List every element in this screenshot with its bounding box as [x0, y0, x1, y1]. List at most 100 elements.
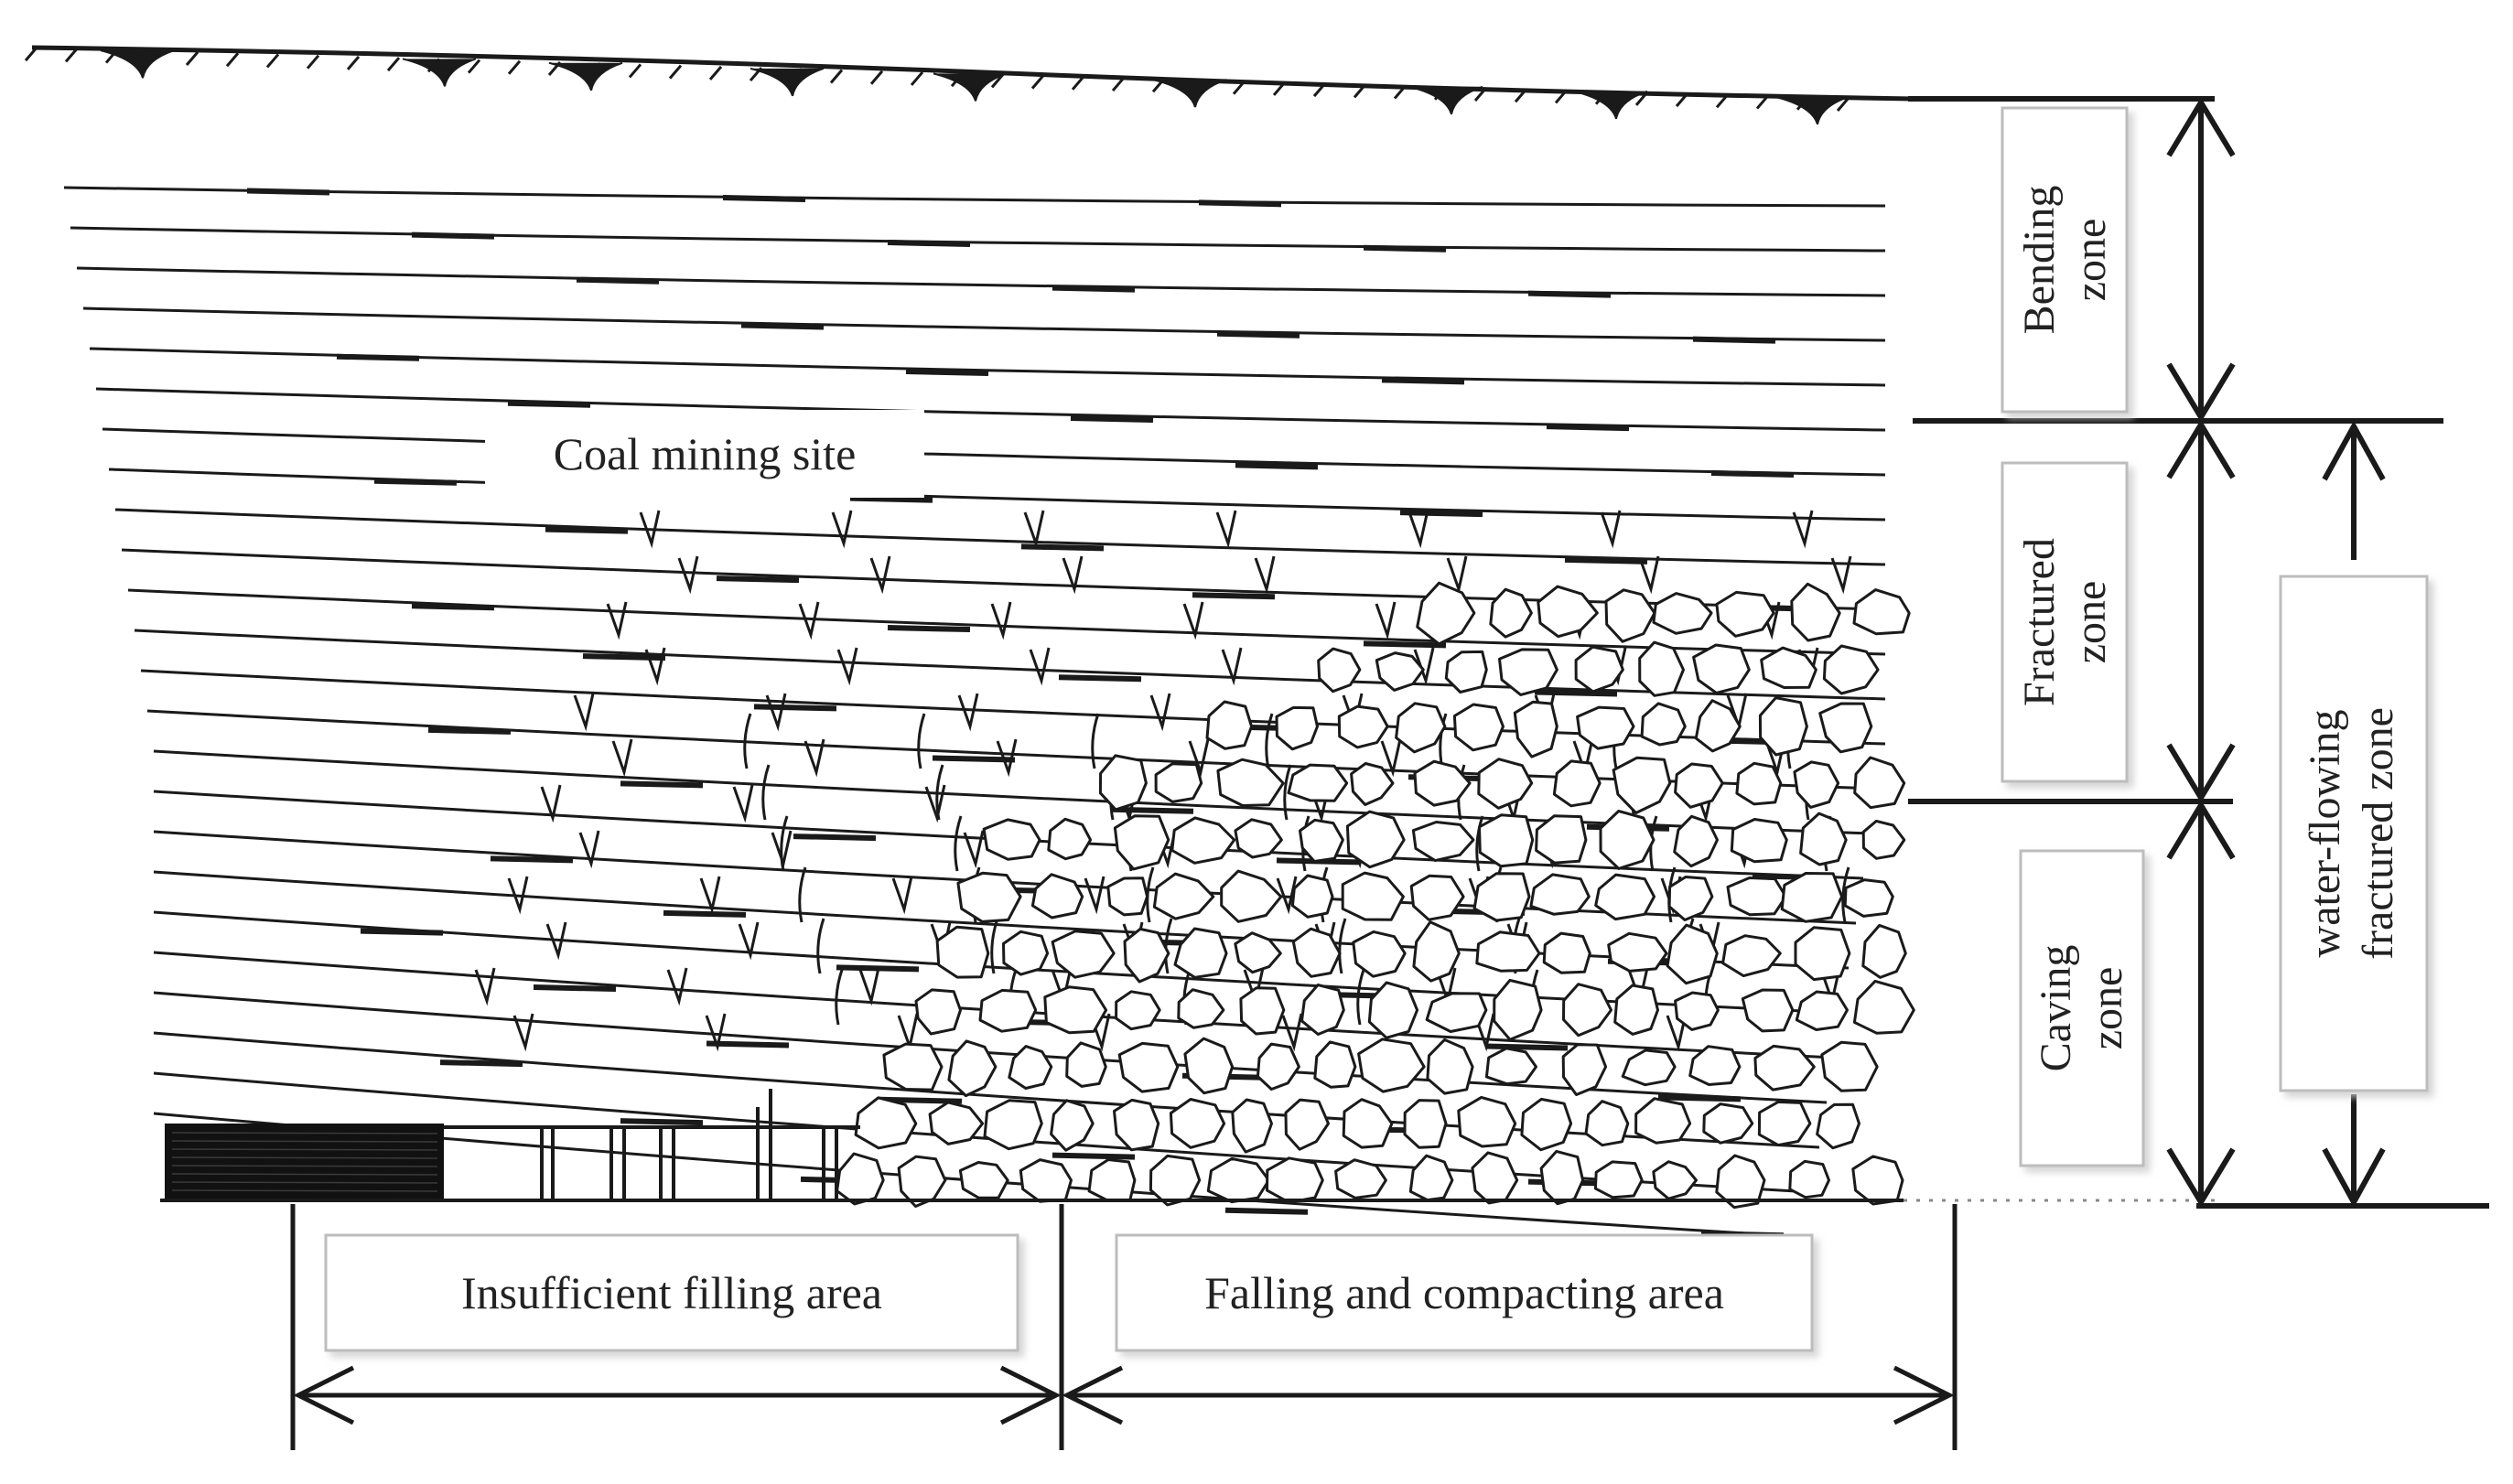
ground-tuft: [1408, 85, 1483, 115]
stratum-dash: [1235, 462, 1319, 470]
block-edge: [1841, 866, 1850, 923]
rubble-rock: [1652, 592, 1713, 635]
rubble-rock: [1170, 816, 1236, 865]
rubble-rock: [1426, 1038, 1474, 1095]
rubble-rock: [1216, 758, 1285, 807]
rubble-rock: [1317, 647, 1362, 694]
fracture-mark: [1062, 555, 1084, 595]
rubble-rock: [1599, 810, 1656, 870]
stratum-dash: [427, 726, 512, 735]
block-edge: [1356, 969, 1365, 1026]
ground-tuft: [402, 58, 477, 87]
coal-texture-line: [171, 1148, 438, 1151]
rubble-rock: [1861, 819, 1906, 860]
rubble-rock: [1284, 1098, 1330, 1151]
stratum-dash: [879, 1096, 963, 1104]
coal-texture-line: [171, 1132, 438, 1135]
block-edge: [954, 815, 963, 872]
rubble-rock: [1117, 1041, 1180, 1093]
rubble-rock: [1098, 754, 1148, 812]
ground-hatch: [1473, 87, 1488, 102]
ground-hatch: [628, 63, 642, 79]
block-edge: [917, 713, 926, 769]
rubble-rock: [1780, 872, 1844, 923]
coal-texture-line: [171, 1156, 438, 1159]
rubble-rock: [1087, 1158, 1137, 1202]
ground-hatch: [869, 70, 884, 85]
rubble-rock: [1795, 990, 1849, 1031]
stratum-dash: [1484, 1043, 1569, 1051]
rubble-rock: [1403, 1099, 1448, 1149]
rubble-rock: [1852, 588, 1911, 636]
rubble-rock: [1537, 585, 1599, 639]
block-edge: [835, 969, 844, 1026]
rubble-rock: [1694, 699, 1742, 753]
rubble-rock: [1205, 700, 1254, 750]
ground-hatch: [1755, 94, 1770, 110]
caved-rubble: [836, 581, 1915, 1210]
rubble-rock: [1220, 869, 1283, 923]
rubble-rock: [983, 1099, 1043, 1151]
fracture-mark: [897, 1013, 919, 1052]
ground-hatch: [24, 47, 38, 62]
rubble-rock: [1673, 814, 1719, 868]
stratum-line: [127, 588, 1886, 656]
stratum-dash: [1363, 244, 1447, 253]
stratum-dash: [887, 625, 971, 633]
rubble-rock: [1741, 988, 1795, 1033]
svg-text:Insufficient filling area: Insufficient filling area: [461, 1267, 882, 1318]
stratum-dash: [545, 526, 629, 534]
ground-hatch: [1111, 77, 1126, 92]
rubble-rock: [1576, 705, 1635, 750]
block-edge: [780, 815, 789, 872]
zone-arrows: [2166, 97, 2386, 1209]
coal-texture-line: [171, 1140, 438, 1143]
coal-seam-texture: [171, 1132, 438, 1192]
rubble-rock: [1113, 814, 1170, 871]
rubble-rock: [1861, 923, 1907, 979]
ground-hatch: [1675, 92, 1689, 108]
block-edge: [743, 713, 752, 769]
fracture-mark: [1375, 601, 1397, 640]
coal-texture-line: [171, 1173, 438, 1176]
fracture-mark: [1215, 510, 1237, 549]
fracture-mark: [1281, 1013, 1303, 1052]
rubble-rock: [1234, 818, 1283, 859]
label-fractured-zone: Fractured zone: [2001, 461, 2129, 783]
rubble-rock: [1478, 813, 1535, 868]
block-edge: [1091, 713, 1100, 769]
rubble-rock: [1593, 1160, 1644, 1199]
rubble-rock: [1313, 1040, 1357, 1089]
stratum-dash: [1527, 290, 1612, 298]
rubble-rock: [1753, 1044, 1816, 1091]
ground-hatch: [225, 52, 240, 68]
rubble-rock: [1183, 1037, 1235, 1095]
stratum-dash: [1534, 689, 1618, 697]
ground-hatch: [910, 70, 924, 86]
rubble-rock: [928, 1101, 985, 1145]
rubble-rock: [1484, 1047, 1537, 1086]
svg-text:zone: zone: [2066, 581, 2115, 664]
fracture-mark: [804, 738, 825, 778]
rubble-rock: [1818, 702, 1873, 754]
stratum-line: [153, 870, 1850, 970]
rubble-rock: [1790, 582, 1841, 642]
rubble-rock: [1853, 756, 1906, 810]
ground-hatch: [829, 69, 844, 84]
rubble-rock: [1793, 760, 1840, 809]
stratum-line: [76, 266, 1886, 297]
zone-boundaries: [1908, 96, 2489, 1209]
stratum-line: [114, 508, 1886, 566]
rubble-rock: [1621, 1048, 1677, 1087]
ground-hatch: [1554, 89, 1569, 104]
rubble-rock: [1341, 871, 1405, 921]
fracture-mark: [831, 510, 853, 549]
fracture-mark: [1600, 510, 1622, 549]
ground-tuft: [1573, 90, 1648, 120]
rubble-rock: [1758, 696, 1808, 757]
rubble-rock: [1395, 702, 1447, 754]
fracture-mark: [957, 693, 979, 732]
rubble-rock: [1726, 876, 1787, 917]
rubble-rock: [1594, 873, 1656, 921]
fracture-mark: [798, 601, 820, 640]
